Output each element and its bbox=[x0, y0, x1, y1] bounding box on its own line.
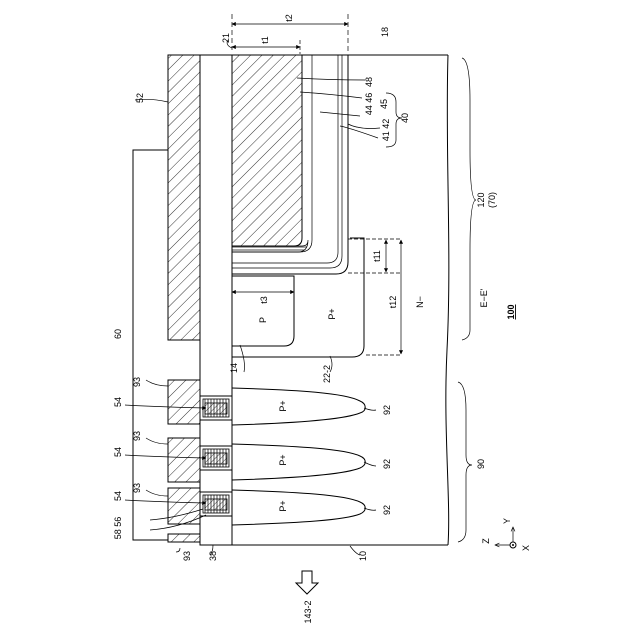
label-58-56: 58 56 bbox=[113, 517, 123, 540]
brace-120 bbox=[462, 58, 476, 340]
p-plus-pillar-92-b bbox=[232, 444, 365, 480]
label-18: 18 bbox=[380, 27, 390, 37]
label-54-a: 54 bbox=[113, 397, 123, 407]
label-48: 48 bbox=[364, 77, 374, 87]
label-t12: t12 bbox=[388, 296, 398, 309]
label-10: 10 bbox=[358, 551, 368, 561]
label-section: E−E' bbox=[479, 288, 489, 307]
label-90: 90 bbox=[476, 459, 486, 469]
label-t1: t1 bbox=[260, 36, 270, 44]
label-52: 52 bbox=[135, 93, 145, 103]
p-plus-region-22-2 bbox=[232, 238, 364, 357]
p-plus-pillar-92-c bbox=[232, 490, 365, 525]
label-45: 45 bbox=[379, 99, 389, 109]
label-p-plus-92-c: P+ bbox=[278, 500, 288, 511]
label-t3: t3 bbox=[259, 296, 269, 304]
axis-label-y: Y bbox=[502, 518, 512, 524]
p-region-14 bbox=[232, 276, 294, 346]
block-93-c bbox=[168, 488, 200, 524]
figure-number: 100 bbox=[506, 304, 516, 319]
label-92-a: 92 bbox=[382, 405, 392, 415]
label-93-c: 93 bbox=[132, 483, 142, 493]
block-52 bbox=[168, 55, 200, 340]
label-22-2: 22-2 bbox=[322, 365, 332, 383]
label-143-2: 143-2 bbox=[303, 600, 313, 623]
electrode-60 bbox=[133, 150, 168, 540]
block-93-d bbox=[168, 534, 200, 542]
label-60: 60 bbox=[113, 329, 123, 339]
label-40: 40 bbox=[400, 113, 410, 123]
label-t2: t2 bbox=[284, 14, 294, 22]
label-54-c: 54 bbox=[113, 491, 123, 501]
p-plus-pillar-92-a bbox=[232, 388, 365, 425]
label-54-b: 54 bbox=[113, 447, 123, 457]
label-t11: t11 bbox=[372, 250, 382, 262]
label-p-plus-92-b: P+ bbox=[278, 454, 288, 465]
label-92-c: 92 bbox=[382, 505, 392, 515]
label-92-b: 92 bbox=[382, 459, 392, 469]
layer-38 bbox=[200, 55, 232, 545]
label-120: 120 bbox=[476, 192, 486, 207]
label-14: 14 bbox=[229, 363, 239, 373]
label-70: (70) bbox=[487, 192, 497, 208]
label-93-b: 93 bbox=[132, 431, 142, 441]
block-93-a bbox=[168, 380, 200, 424]
label-n-minus: N− bbox=[415, 296, 425, 308]
label-21: 21 bbox=[221, 33, 231, 43]
block-93-b bbox=[168, 438, 200, 482]
contact-54-c bbox=[200, 492, 232, 516]
label-41-42: 41 42 bbox=[381, 119, 391, 142]
gate-trench bbox=[232, 55, 348, 274]
label-44-46: 44 46 bbox=[364, 93, 374, 116]
label-93-d: 93 bbox=[182, 551, 192, 561]
label-38: 38 bbox=[208, 551, 218, 561]
coordinate-axes bbox=[495, 527, 516, 548]
label-p-plus-92-a: P+ bbox=[278, 400, 288, 411]
brace-90 bbox=[458, 382, 472, 542]
label-p-plus-22: P+ bbox=[327, 308, 337, 319]
axis-label-x: X bbox=[521, 545, 531, 551]
label-p-14: P bbox=[258, 317, 268, 323]
label-93-a: 93 bbox=[132, 377, 142, 387]
axis-label-z: Z bbox=[481, 538, 491, 544]
arrow-143-2-icon bbox=[296, 571, 318, 594]
